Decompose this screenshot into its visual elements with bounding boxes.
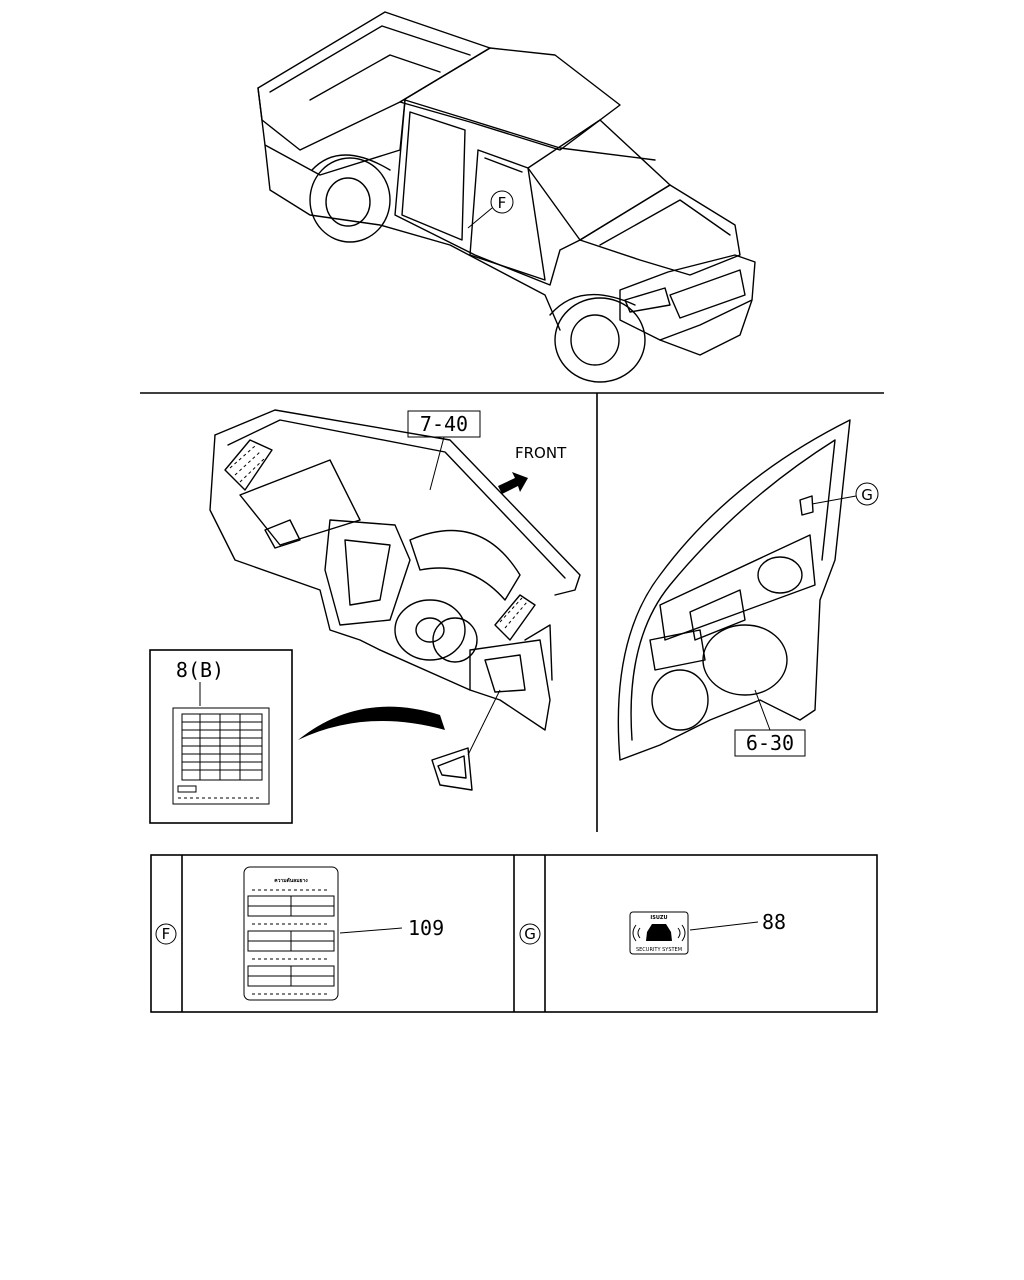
detail-f-marker <box>155 923 177 945</box>
car-icon <box>646 924 672 941</box>
tire-pressure-label <box>243 866 339 1001</box>
part-number-109: 109 <box>408 916 444 940</box>
security-system-sticker <box>629 911 689 955</box>
door-g-marker <box>855 482 879 506</box>
detail-table <box>150 854 878 1013</box>
tire-pressure-heading: ความดันลมยาง <box>274 877 308 884</box>
detail-g-cell: G ISUZU SECURITY SYSTEM 88 <box>519 910 786 955</box>
part-number-7-40: 7-40 <box>420 412 468 436</box>
detail-f-label: F <box>162 925 171 943</box>
front-arrow-icon <box>498 472 528 494</box>
dashboard-illustration: 7-40 FRONT <box>209 409 581 791</box>
front-label: FRONT <box>515 444 567 462</box>
detail-f-cell: F ความดันลมยาง 109 <box>155 866 444 1001</box>
detail-g-marker <box>519 923 541 945</box>
door-illustration: G 6-30 <box>617 419 879 761</box>
sticker-bottom-text: SECURITY SYSTEM <box>636 947 682 953</box>
truck-f-marker <box>490 190 514 214</box>
curved-arrow-icon <box>298 706 445 740</box>
truck-f-label: F <box>498 194 507 212</box>
sticker-top-text: ISUZU <box>650 915 667 921</box>
door-g-label: G <box>861 486 873 504</box>
pickup-truck-illustration: F <box>257 11 756 383</box>
detail-g-label: G <box>524 925 536 943</box>
part-box-6-30 <box>734 729 806 757</box>
part-number-88: 88 <box>762 910 786 934</box>
fuse-label-inset: 8(B) <box>149 649 293 824</box>
part-number-6-30: 6-30 <box>746 731 794 755</box>
fuse-label-number: 8(B) <box>176 658 224 682</box>
